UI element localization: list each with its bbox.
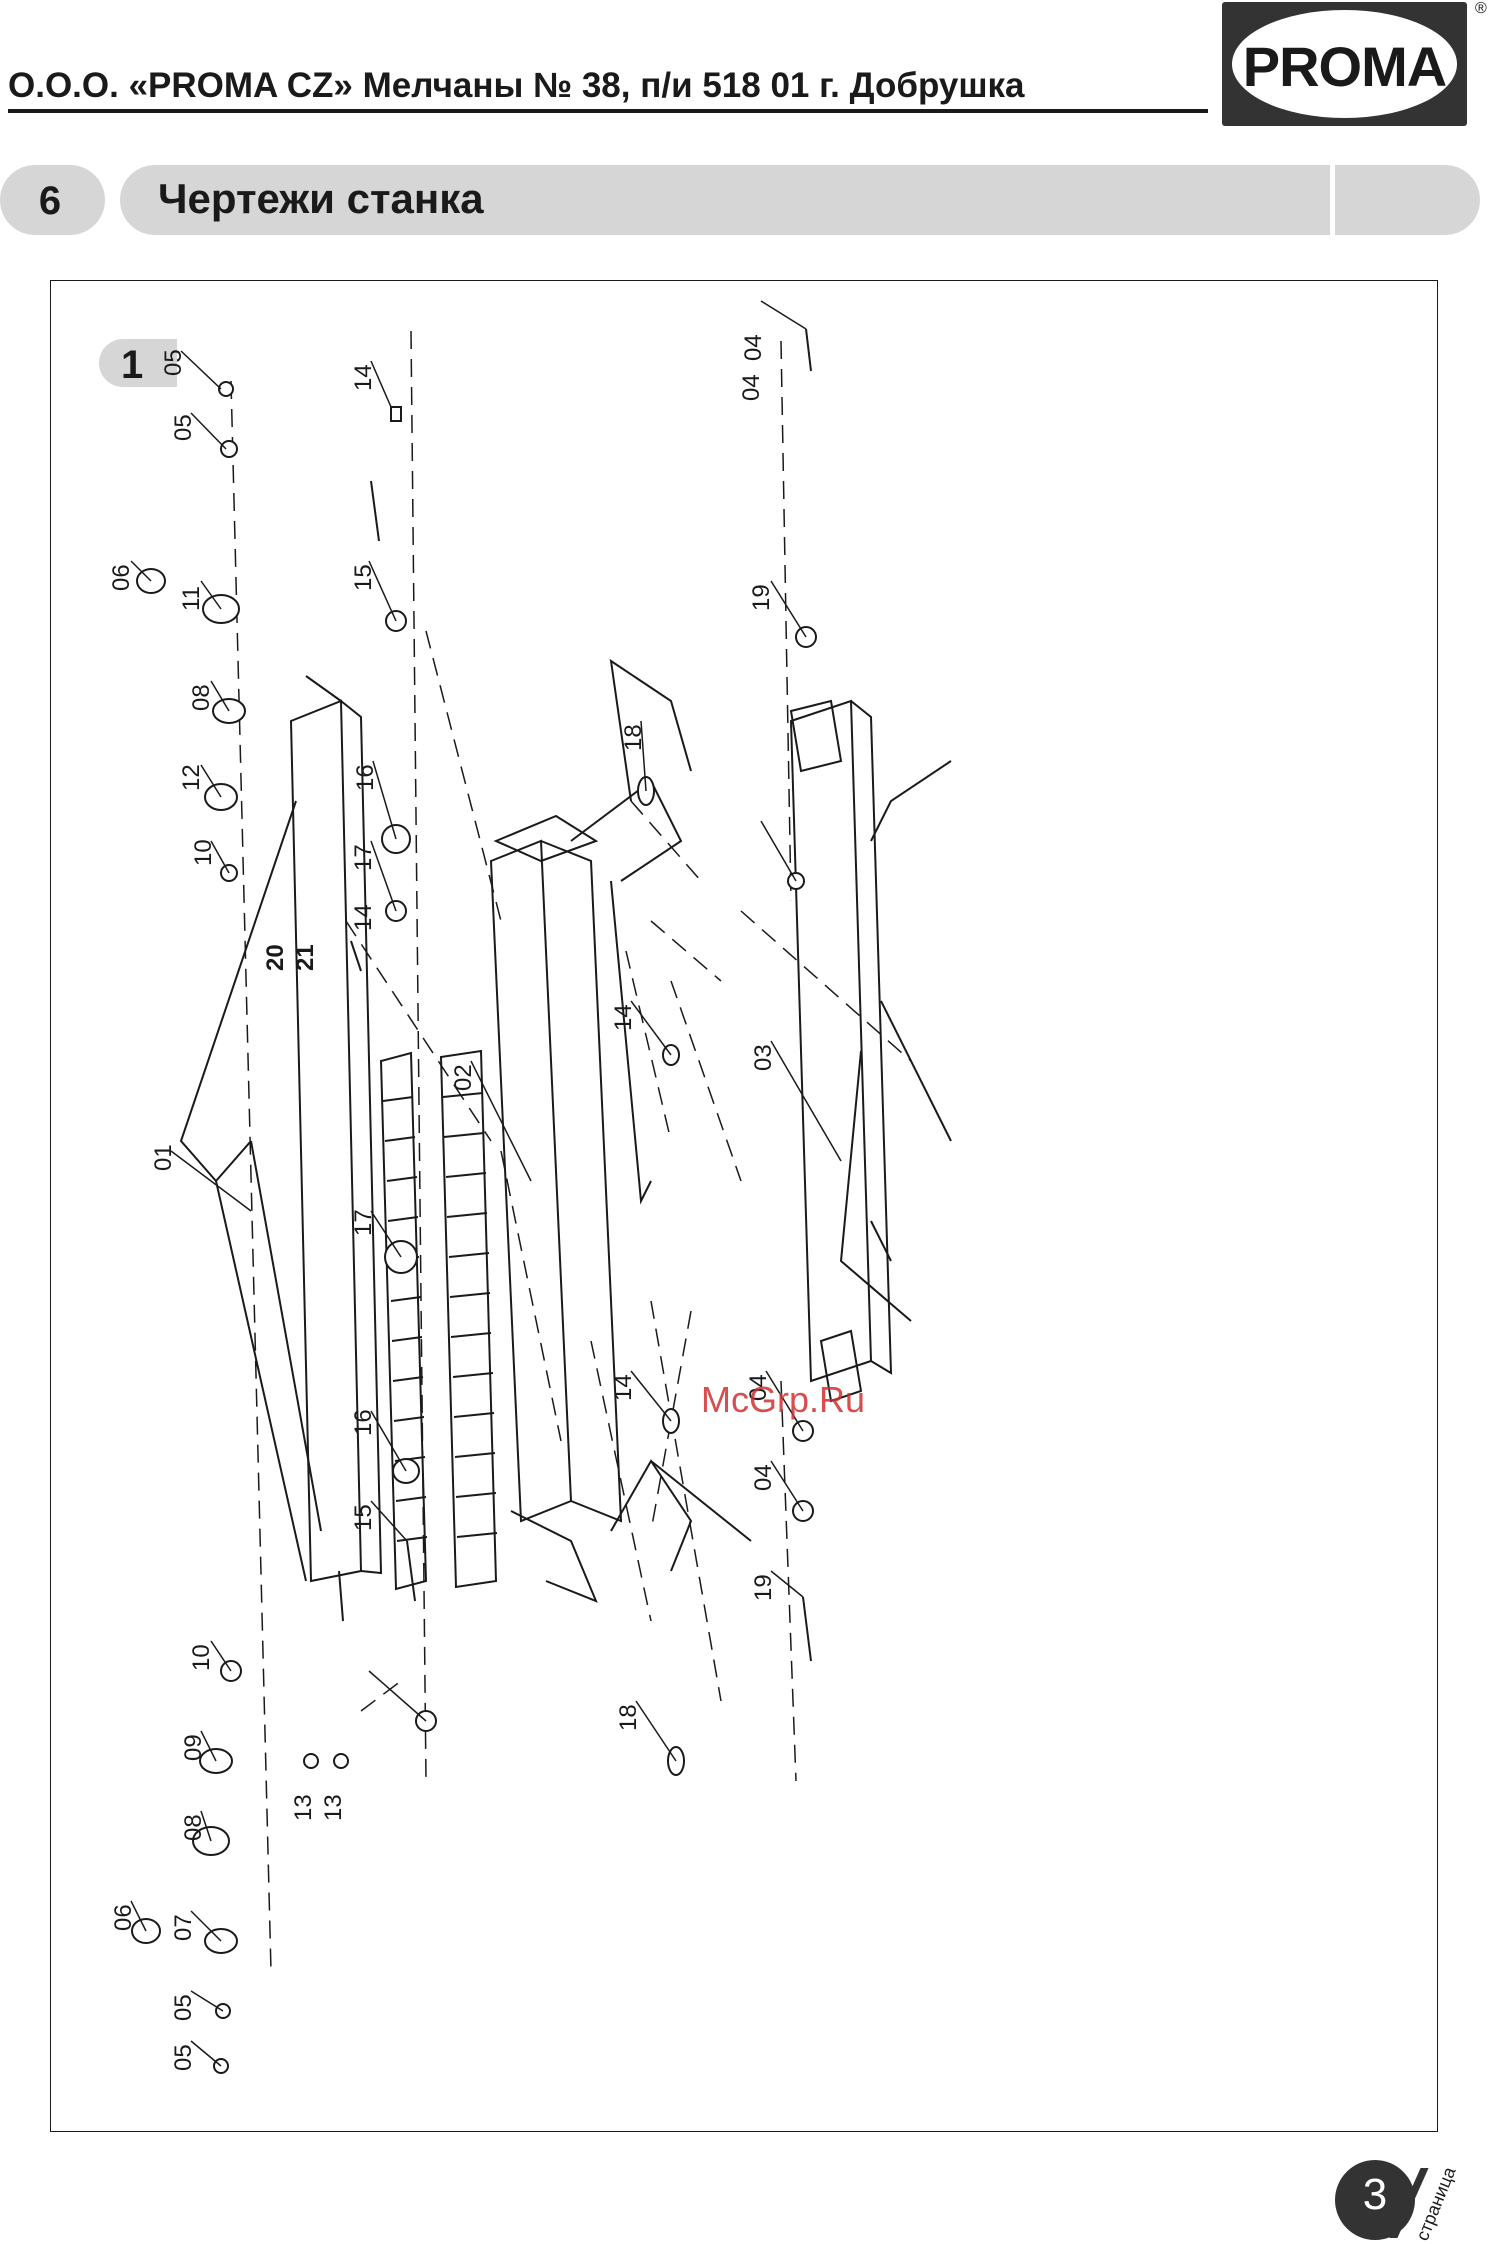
part-label: 09 xyxy=(180,1734,207,1761)
logo-text: PROMA xyxy=(1232,34,1457,99)
part-label: 16 xyxy=(352,764,379,791)
exploded-view-drawing: 05 05 06 11 08 12 10 20 21 01 14 15 16 1… xyxy=(51,281,1437,2131)
part-20-finger-strip xyxy=(381,1053,427,1589)
section-title: Чертежи станка xyxy=(158,175,484,223)
page-number-badge: 3 xyxy=(1335,2160,1415,2240)
part-label: 06 xyxy=(108,564,135,591)
part-label: 10 xyxy=(188,1644,215,1671)
fasteners xyxy=(132,329,816,2073)
part-label: 21 xyxy=(292,944,319,971)
part-label: 06 xyxy=(110,1904,137,1931)
part-label: 18 xyxy=(615,1704,642,1731)
header-rule xyxy=(8,109,1208,113)
part-label: 15 xyxy=(350,1504,377,1531)
drawing-frame: 1 xyxy=(50,280,1438,2132)
part-02-frame xyxy=(491,661,751,1601)
part-03-table xyxy=(791,701,951,1401)
proma-logo: PROMA xyxy=(1222,2,1467,126)
section-header: 6 Чертежи станка xyxy=(0,165,1480,235)
part-label: 20 xyxy=(262,944,289,971)
part-label: 03 xyxy=(750,1044,777,1071)
part-label: 05 xyxy=(170,414,197,441)
part-label: 02 xyxy=(450,1064,477,1091)
part-label: 14 xyxy=(350,364,377,391)
part-label: 10 xyxy=(190,839,217,866)
part-label: 13 xyxy=(320,1794,347,1821)
section-number: 6 xyxy=(0,179,100,224)
part-label: 04 xyxy=(740,334,767,361)
part-label: 18 xyxy=(620,724,647,751)
part-label: 11 xyxy=(178,586,205,611)
part-label: 05 xyxy=(160,349,187,376)
part-label: 01 xyxy=(150,1144,177,1171)
part-label: 07 xyxy=(170,1914,197,1941)
logo-oval: PROMA xyxy=(1232,10,1457,118)
part-label: 17 xyxy=(350,844,377,871)
part-label: 17 xyxy=(350,1209,377,1236)
part-label: 12 xyxy=(178,764,205,791)
part-label: 14 xyxy=(610,1004,637,1031)
part-label: 13 xyxy=(290,1794,317,1821)
part-label: 14 xyxy=(350,904,377,931)
part-label: 19 xyxy=(750,1574,777,1601)
section-number-pill: 6 xyxy=(0,165,105,235)
part-label: 16 xyxy=(350,1409,377,1436)
section-end-pill xyxy=(1335,165,1480,235)
part-label: 08 xyxy=(188,684,215,711)
company-address: О.О.О. «PROMA CZ» Мелчаны № 38, п/и 518 … xyxy=(8,66,1025,106)
part-label: 04 xyxy=(738,374,765,401)
registered-mark: ® xyxy=(1475,0,1487,18)
part-label: 05 xyxy=(170,2044,197,2071)
part-label: 19 xyxy=(748,584,775,611)
part-label: 14 xyxy=(610,1374,637,1401)
part-label: 08 xyxy=(180,1814,207,1841)
watermark: McGrp.Ru xyxy=(701,1379,865,1421)
part-21-finger-strip xyxy=(441,1051,497,1587)
leaders xyxy=(131,301,841,2066)
part-01-folding-beam xyxy=(181,676,381,1621)
part-label: 05 xyxy=(170,1994,197,2021)
part-labels: 05 05 06 11 08 12 10 20 21 01 14 15 16 1… xyxy=(108,334,777,2071)
part-label: 04 xyxy=(750,1464,777,1491)
part-label: 15 xyxy=(350,564,377,591)
